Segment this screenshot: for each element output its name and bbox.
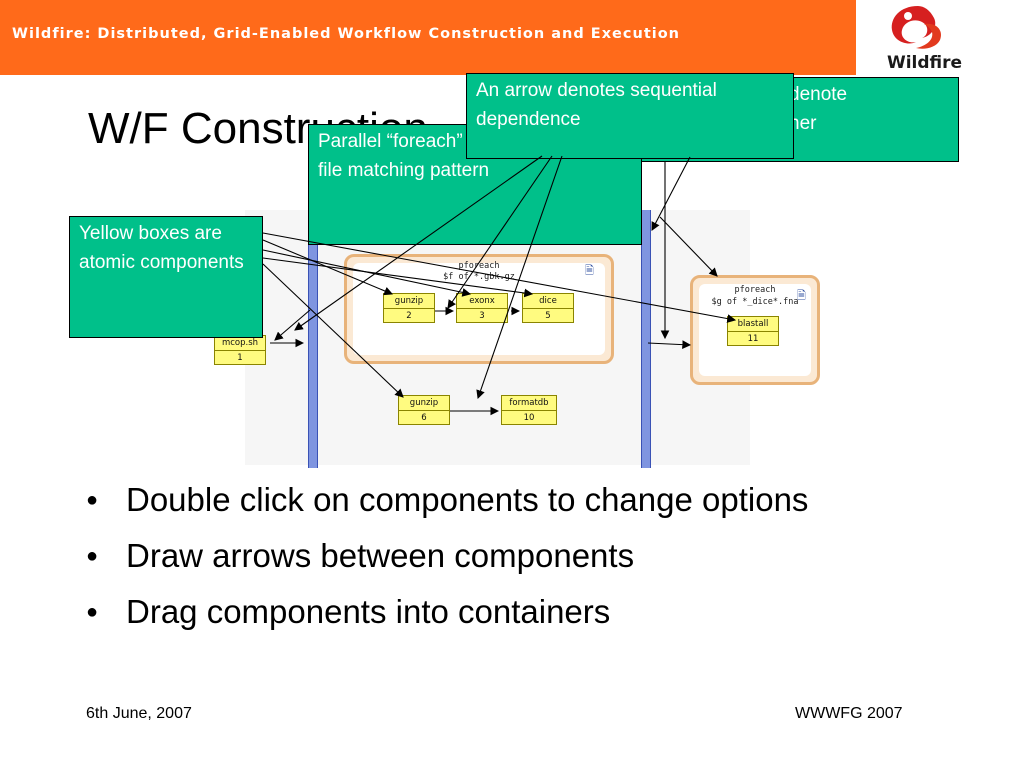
container-pattern: $g of *_dice*.fna [711,297,799,307]
callout-text: denote [789,84,848,105]
bullet-icon: ● [86,489,99,511]
component-box[interactable]: gunzip 6 [398,395,450,425]
callout-text: ner [789,113,817,134]
bullet-text: Double click on components to change opt… [126,481,809,518]
bullet-text: Drag components into containers [126,593,611,630]
flame-logo-icon [891,6,942,49]
component-box[interactable]: exonx 3 [456,293,508,323]
wildfire-logo: Wildfire [856,0,1023,75]
component-box[interactable]: mcop.sh 1 [214,335,266,365]
callout-arrow: An arrow denotes sequential dependence [466,73,794,159]
component-name: formatdb [502,396,556,411]
bullet-item: ● Double click on components to change op… [86,478,866,522]
component-name: exonx [457,294,507,309]
component-name: gunzip [399,396,449,411]
workflow-diagram: pforeach $f of *.gbk.gz 🗎 pforeach $g of… [160,210,860,475]
component-name: blastall [728,317,778,332]
component-id: 3 [479,311,485,321]
footer-event: WWWFG 2007 [795,705,903,722]
component-name: dice [523,294,573,309]
banner-title: Wildfire: Distributed, Grid-Enabled Work… [12,26,680,42]
component-id: 2 [406,311,412,321]
bullet-icon: ● [86,545,99,567]
component-box[interactable]: blastall 11 [727,316,779,346]
component-box[interactable]: gunzip 2 [383,293,435,323]
component-id: 5 [545,311,551,321]
component-id: 6 [421,413,427,423]
header-banner: Wildfire: Distributed, Grid-Enabled Work… [0,0,1023,75]
right-divider-bar [641,210,651,468]
container-label: pforeach [458,261,500,271]
component-id: 1 [237,353,243,363]
bullet-item: ● Drag components into containers [86,590,866,634]
container-label: pforeach [734,285,776,295]
bullet-text: Draw arrows between components [126,537,635,574]
component-box[interactable]: formatdb 10 [501,395,557,425]
callout-yellow-boxes: Yellow boxes are atomic components [69,216,263,338]
left-divider-bar [308,210,318,468]
document-icon[interactable]: 🗎 [585,265,594,277]
component-name: gunzip [384,294,434,309]
component-id: 11 [747,334,759,344]
document-icon[interactable]: 🗎 [797,290,806,302]
bullet-list: ● Double click on components to change op… [86,478,866,646]
bullet-item: ● Draw arrows between components [86,534,866,578]
bullet-icon: ● [86,601,99,623]
logo-wordmark: Wildfire [886,53,963,73]
component-box[interactable]: dice 5 [522,293,574,323]
container-pattern: $f of *.gbk.gz [443,272,515,282]
component-id: 10 [523,413,535,423]
footer-date: 6th June, 2007 [86,705,192,722]
component-name: mcop.sh [215,336,265,351]
